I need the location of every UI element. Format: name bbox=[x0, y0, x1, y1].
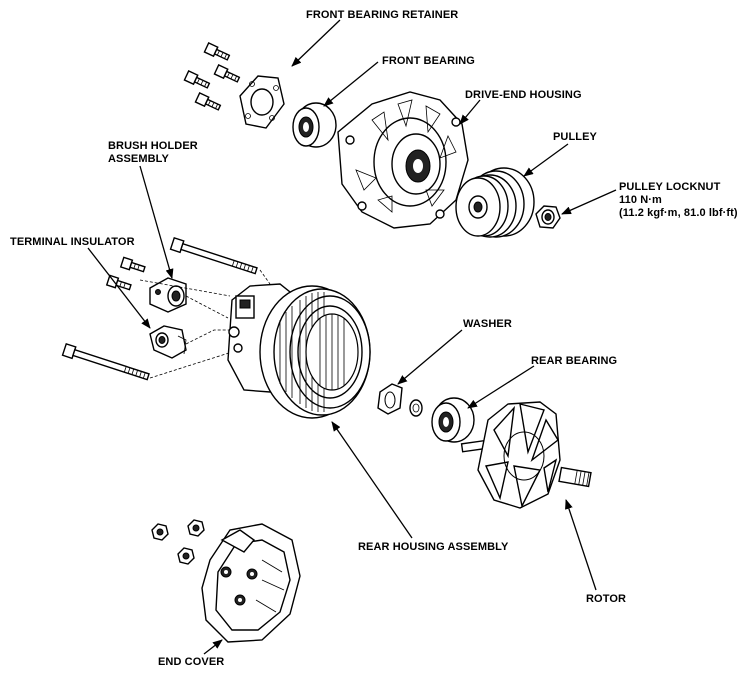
leader-lines bbox=[87, 19, 617, 655]
retainer-screws bbox=[183, 42, 241, 111]
label-end-cover: END COVER bbox=[158, 656, 225, 668]
pulley bbox=[455, 167, 535, 238]
label-rear-housing-assembly: REAR HOUSING ASSEMBLY bbox=[358, 541, 509, 553]
label-terminal-insulator: TERMINAL INSULATOR bbox=[10, 236, 135, 248]
label-brush-holder-assembly: BRUSH HOLDER ASSEMBLY bbox=[108, 140, 198, 165]
front-bearing-retainer-plate bbox=[239, 75, 285, 129]
drive-end-housing bbox=[337, 91, 469, 229]
label-drive-end-housing: DRIVE-END HOUSING bbox=[465, 89, 582, 101]
end-cover bbox=[201, 523, 301, 643]
brush-holder-screws bbox=[105, 256, 146, 291]
label-rotor: ROTOR bbox=[586, 593, 627, 605]
rotor bbox=[460, 401, 592, 509]
label-front-bearing: FRONT BEARING bbox=[382, 55, 475, 67]
terminal-insulator bbox=[149, 325, 187, 359]
label-rear-bearing: REAR BEARING bbox=[531, 355, 618, 367]
front-bearing bbox=[292, 102, 337, 148]
washer bbox=[377, 383, 423, 417]
end-cover-nuts bbox=[151, 519, 205, 565]
rear-bearing bbox=[431, 397, 475, 443]
pulley-locknut bbox=[535, 205, 561, 229]
label-pulley-locknut: PULLEY LOCKNUT 110 N·m (11.2 kgf·m, 81.0… bbox=[619, 181, 738, 219]
through-bolt-upper bbox=[169, 236, 258, 275]
label-washer: WASHER bbox=[463, 318, 512, 330]
label-pulley: PULLEY bbox=[553, 131, 597, 143]
assembly-guide-lines bbox=[139, 269, 271, 379]
label-front-bearing-retainer: FRONT BEARING RETAINER bbox=[306, 9, 459, 21]
through-bolt-lower bbox=[61, 342, 150, 381]
rear-housing-assembly bbox=[227, 283, 371, 419]
